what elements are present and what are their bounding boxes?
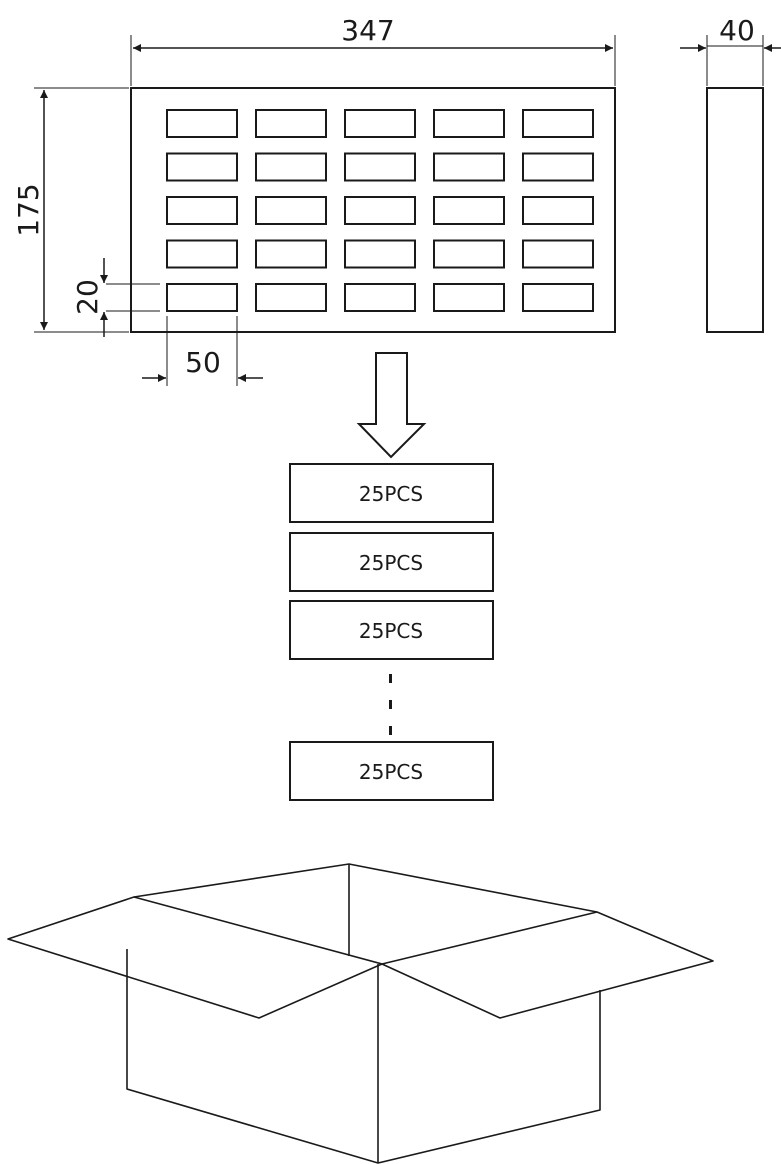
tray-slot xyxy=(433,109,505,138)
tray-slot xyxy=(522,239,594,269)
tray-slot xyxy=(166,239,238,269)
tray-slot xyxy=(433,239,505,269)
tray-side-view: 40 xyxy=(680,14,781,333)
down-arrow-icon xyxy=(356,352,427,459)
tray-stack: 25PCS 25PCS 25PCS 25PCS xyxy=(289,463,494,801)
tray-slot xyxy=(255,196,327,225)
tray-slot xyxy=(344,152,416,182)
tray-slot xyxy=(255,152,327,182)
dimension-slot-width: 50 xyxy=(142,316,263,386)
tray-slot xyxy=(522,109,594,138)
tray-slot xyxy=(522,196,594,225)
stack-tray: 25PCS xyxy=(289,600,494,660)
tray-slots xyxy=(166,109,594,312)
tray-slot xyxy=(255,239,327,269)
dimension-length-label: 347 xyxy=(341,14,394,47)
tray-front-view xyxy=(130,87,616,333)
tray-outline xyxy=(130,87,616,333)
dimension-slot-width-label: 50 xyxy=(185,346,221,379)
tray-slot xyxy=(255,109,327,138)
dimension-slot-height: 20 xyxy=(71,258,160,337)
tray-slot xyxy=(433,283,505,312)
stack-tray: 25PCS xyxy=(289,463,494,523)
tray-slot xyxy=(344,109,416,138)
tray-slot xyxy=(344,283,416,312)
dimension-slot-height-label: 20 xyxy=(71,279,104,315)
dimension-length: 347 xyxy=(130,14,616,86)
tray-slot xyxy=(255,283,327,312)
stack-tray: 25PCS xyxy=(289,532,494,592)
tray-slot xyxy=(344,196,416,225)
tray-slot xyxy=(166,152,238,182)
dimension-height: 175 xyxy=(12,87,129,333)
open-carton-box-icon xyxy=(7,863,714,1164)
stack-tray-label: 25PCS xyxy=(359,619,423,643)
tray-slot xyxy=(166,283,238,312)
tray-slot xyxy=(433,152,505,182)
stack-tray-label: 25PCS xyxy=(359,760,423,784)
tray-slot xyxy=(344,239,416,269)
tray-slot xyxy=(166,196,238,225)
tray-side-outline xyxy=(706,87,764,333)
dimension-height-label: 175 xyxy=(12,183,45,236)
tray-slot xyxy=(522,283,594,312)
ellipsis-dots xyxy=(389,674,392,735)
stack-tray-label: 25PCS xyxy=(359,551,423,575)
stack-tray-label: 25PCS xyxy=(359,482,423,506)
tray-slot xyxy=(433,196,505,225)
stack-tray: 25PCS xyxy=(289,741,494,801)
tray-slot xyxy=(522,152,594,182)
dimension-thickness-label: 40 xyxy=(719,14,755,47)
tray-slot xyxy=(166,109,238,138)
